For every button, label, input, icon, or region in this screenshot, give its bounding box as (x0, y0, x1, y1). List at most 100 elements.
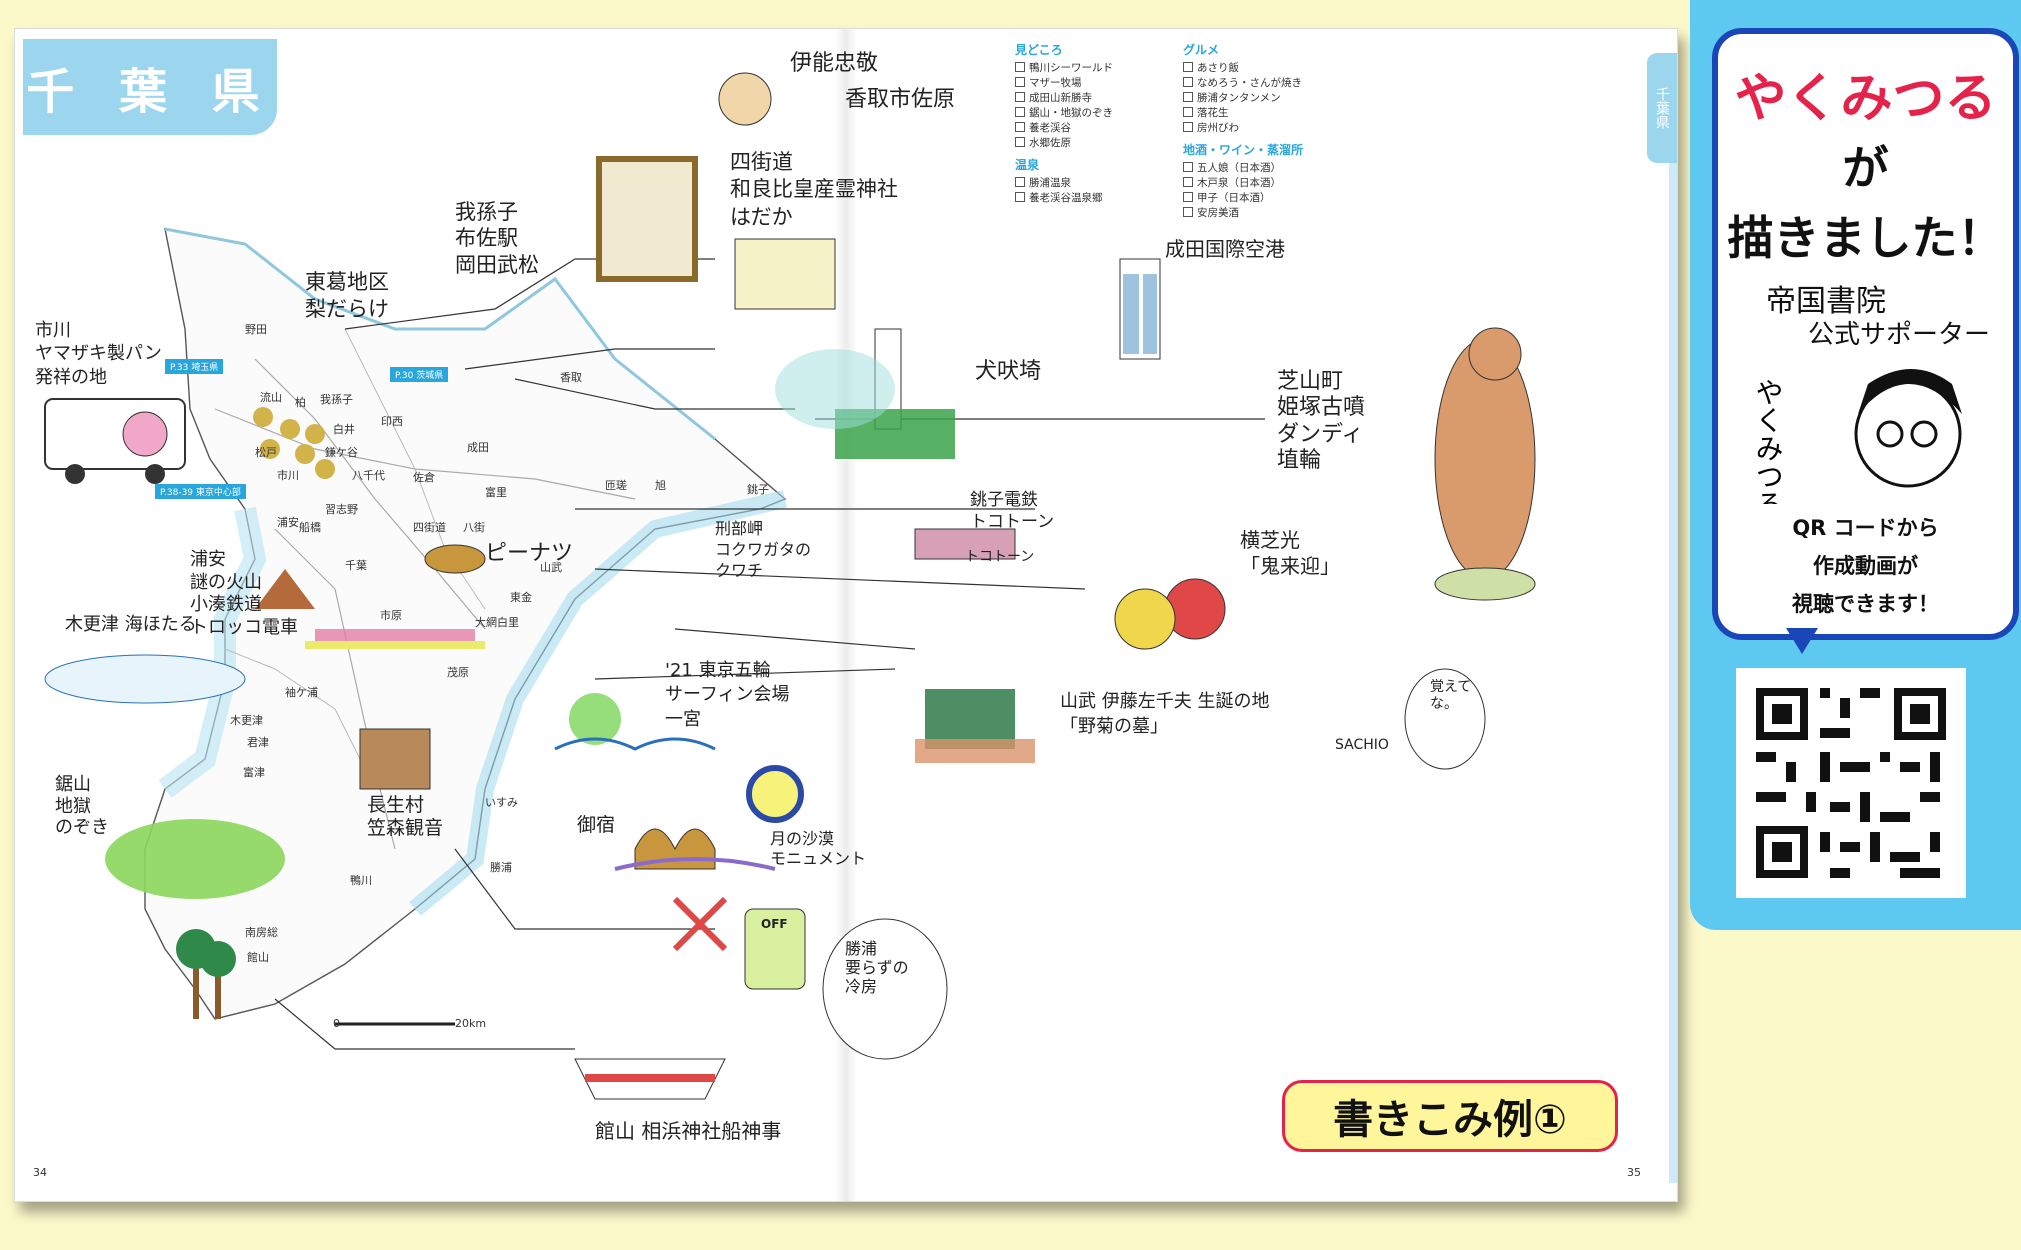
qr-module (1860, 792, 1870, 822)
speech-bubble-drawing (1404, 668, 1486, 770)
annotation-yamazaki: 市川 ヤマザキ製パン 発祥の地 (35, 320, 162, 388)
city-label: 鴨川 (350, 874, 372, 887)
legend-item: あさり飯 (1183, 60, 1303, 75)
qr-finder-center (1772, 842, 1792, 862)
ino-figure-drawing (718, 72, 772, 126)
qr-module (1880, 752, 1890, 762)
promo-drew: 描きました！ (1727, 211, 2004, 265)
rail-track (305, 641, 485, 649)
legend-heading: 温泉 (1015, 158, 1040, 172)
qr-note-line: 作成動画が (1813, 554, 1918, 578)
annotation-nokogiri: 鋸山 地獄 のぞき (55, 774, 109, 839)
festival-drawing (734, 238, 836, 310)
pear-drawing (260, 439, 280, 459)
legend-item: 鴨川シーワールド (1015, 60, 1113, 75)
promo-bubble: やくみつる が 描きました！ 帝国書院 公式サポーター やくみつる QR コード… (1712, 28, 2019, 640)
legend-item: 鋸山・地獄のぞき (1015, 105, 1113, 120)
city-label: 富津 (243, 766, 265, 779)
annotation-nagara: 長生村 笠森観音 (367, 794, 444, 839)
legend-item: 落花生 (1183, 105, 1303, 120)
leader-line (674, 628, 916, 650)
annotation-off: OFF (761, 917, 788, 931)
annotation-shibayama: 芝山町 姫塚古噴 ダンディ 埴輪 (1277, 369, 1366, 474)
city-label: 富里 (485, 486, 507, 499)
city-label: 南房総 (245, 926, 278, 939)
leader-line (594, 568, 1086, 590)
qr-module (1930, 832, 1940, 852)
qr-note-line: QR コードから (1792, 516, 1939, 540)
oni-mask-drawing (1164, 578, 1226, 640)
promo-title: やくみつる (1734, 69, 1997, 129)
annotation-sawara: 香取市佐原 (845, 87, 956, 112)
volcano-drawing (255, 569, 315, 609)
qr-code[interactable] (1736, 668, 1966, 898)
legend-heading: 見どころ (1015, 43, 1063, 57)
annotation-sanbu: 山武 伊藤左千夫 生誕の地 「野菊の墓」 (1060, 691, 1270, 738)
drawings (44, 72, 1536, 1100)
artist-portrait: やくみつる (1752, 369, 1962, 504)
annotation-ino: 伊能忠敬 (790, 51, 879, 76)
qr-module (1860, 688, 1880, 698)
qr-module (1806, 792, 1816, 812)
qr-module (1820, 688, 1830, 698)
annotation-abiko: 我孫子 布佐駅 岡田武松 (455, 200, 539, 277)
scale-label: 20km (455, 1017, 487, 1030)
highway-label: P.38-39 東京中心部 (155, 484, 246, 499)
qr-module (1820, 752, 1830, 782)
palm-drawing (215, 959, 221, 1019)
annotation-onjuku: 御宿 (577, 814, 616, 836)
city-label: 白井 (333, 423, 355, 436)
qr-module (1930, 752, 1940, 782)
annotation-urayasu: 浦安 謎の火山 小湊鉄道 トロッコ電車 (190, 549, 298, 638)
legend-item: 甲子（日本酒） (1183, 190, 1303, 205)
tower-window (1143, 274, 1157, 354)
tower-window (1123, 274, 1139, 354)
prefecture-tab: 千 葉 県 (23, 39, 277, 135)
lion-mask-drawing (1114, 588, 1176, 650)
qr-module (1890, 852, 1920, 862)
legend-item: 勝浦温泉 (1015, 175, 1113, 190)
legend-item: 木戸泉（日本酒） (1183, 175, 1303, 190)
legend-item: 五人娘（日本酒） (1183, 160, 1303, 175)
palm-drawing (193, 949, 199, 1019)
truck-logo (122, 411, 168, 457)
promo-ga: が (1842, 141, 1889, 195)
qr-module (1880, 812, 1910, 822)
chiba-map (44, 72, 1536, 1100)
leader-line (464, 348, 715, 370)
temple-drawing (359, 728, 431, 790)
annotation-tateyama: 館山 相浜神社船神事 (595, 1119, 782, 1143)
city-label: 匝瑳 (605, 479, 627, 492)
annotation-peanuts: ピーナツ (485, 541, 574, 566)
side-stripe (1669, 163, 1677, 1183)
city-label: 市川 (277, 469, 299, 482)
annotation-narita: 成田国際空港 (1165, 237, 1285, 261)
qr-module (1840, 698, 1850, 718)
truck-wheel (65, 464, 85, 484)
qr-code-graphic (1756, 688, 1946, 878)
annotation-sachio-bubble: 覚えて な。 (1430, 679, 1472, 712)
brick-base (915, 739, 1035, 763)
legend-heading: グルメ (1183, 43, 1220, 57)
scale-zero: 0 (333, 1017, 340, 1030)
city-label: 市原 (380, 609, 402, 622)
legend-item: 養老渓谷温泉郷 (1015, 190, 1113, 205)
leader-line (594, 668, 896, 680)
annotation-choshi-rail: 銚子電鉄 トコトーン (970, 490, 1055, 533)
qr-modules (1756, 688, 1940, 878)
boat-stripe (585, 1074, 715, 1082)
annotation-katsuura: 勝浦 要らずの 冷房 (845, 939, 909, 997)
annotation-yotsukaido: 四街道 和良比皇産霊神社 はだか (730, 150, 898, 229)
pear-drawing (315, 459, 335, 479)
leader-line (274, 998, 575, 1050)
qr-module (1820, 728, 1850, 738)
city-label: 大網白里 (475, 616, 519, 629)
qr-module (1786, 762, 1796, 782)
legend-item: なめろう・さんが焼き (1183, 75, 1303, 90)
city-label: 茂原 (447, 666, 469, 679)
legend-item: 勝浦タンタンメン (1183, 90, 1303, 105)
qr-module (1756, 752, 1776, 762)
example-label: 書きこみ例① (1282, 1080, 1618, 1152)
qr-module (1820, 832, 1830, 852)
city-label: 我孫子 (320, 393, 353, 406)
